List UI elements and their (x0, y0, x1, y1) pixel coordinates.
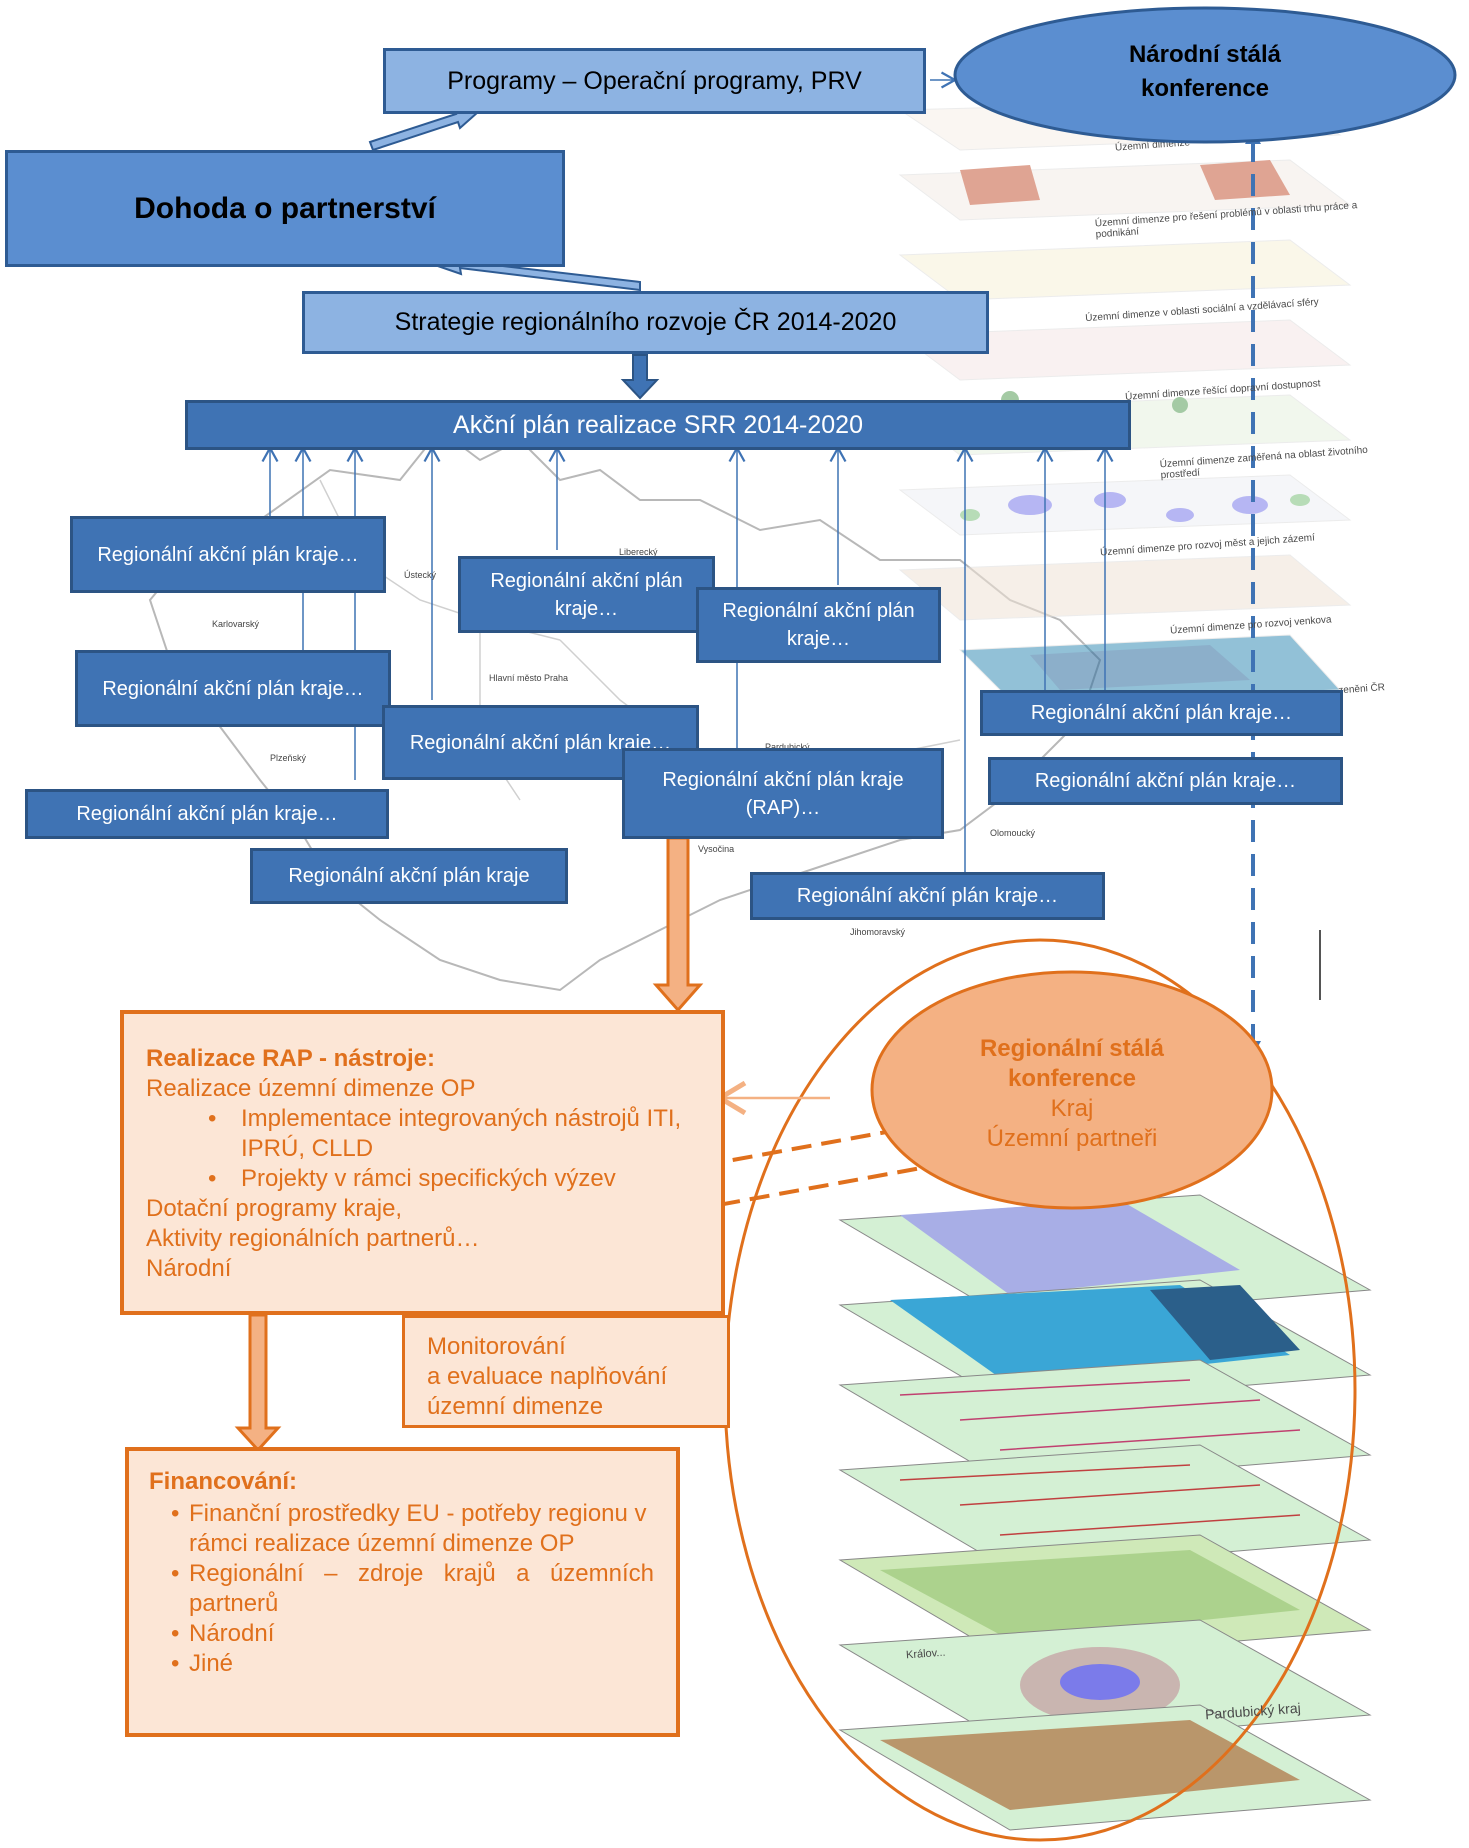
bullet-dot: • (171, 1650, 180, 1677)
bullet-dot: • (208, 1165, 217, 1192)
map-label-plzensky: Plzeňský (270, 753, 307, 763)
bullet-dot: • (171, 1560, 180, 1587)
financovani-item-3: • Národní (149, 1619, 654, 1649)
rap-box-5: Regionální akční plán kraje… (382, 705, 699, 780)
map-label-pardubicky: Pardubický (765, 742, 810, 752)
realizace-panel: Realizace RAP - nástroje: Realizace územ… (120, 1010, 725, 1315)
map-label-jihomoravsky: Jihomoravský (850, 927, 906, 937)
narodni-konference-line2: konference (1140, 75, 1270, 102)
block-arrows (368, 106, 660, 400)
bullet-dot: • (171, 1500, 180, 1527)
rap-box-11: Regionální akční plán kraje… (750, 872, 1105, 920)
monitorovani-panel: Monitorování a evaluace naplňování územn… (402, 1315, 730, 1428)
financovani-item-2-text: Regionální – zdroje krajů a územních par… (189, 1560, 654, 1617)
layer-stack-bottom (838, 1194, 1372, 1831)
bullet-dot: • (208, 1105, 217, 1132)
akcni-plan-box: Akční plán realizace SRR 2014-2020 (185, 400, 1131, 450)
rsk-member-partneri: Územní partneři (986, 1125, 1158, 1152)
map-label-olomoucky: Olomoucký (990, 828, 1036, 838)
financovani-item-4: • Jiné (149, 1649, 654, 1679)
monitorovani-line1: Monitorování (427, 1333, 566, 1360)
financovani-heading: Financování: (149, 1468, 298, 1495)
financovani-item-2: • Regionální – zdroje krajů a územních p… (149, 1559, 654, 1619)
map-label-karlovarsky: Karlovarský (212, 619, 260, 629)
programy-box: Programy – Operační programy, PRV (383, 48, 926, 114)
rap-to-realizace-arrow (652, 836, 704, 1013)
realizace-bullet-1-text: Implementace integrovaných nástrojů ITI,… (241, 1105, 682, 1162)
rap-box-4: Regionální akční plán kraje… (75, 650, 391, 727)
map-label-praha: Hlavní město Praha (489, 673, 569, 683)
map-label-liberecky: Liberecký (619, 547, 658, 557)
financovani-item-1-text: Finanční prostředky EU - potřeby regionu… (189, 1500, 647, 1557)
rsk-member-kraj: Kraj (1050, 1095, 1094, 1122)
narodni-konference-label: Národní stálá konference (1055, 38, 1355, 106)
realizace-heading: Realizace RAP - nástroje: (146, 1045, 435, 1072)
financovani-item-1: • Finanční prostředky EU - potřeby regio… (149, 1499, 654, 1559)
monitorovani-line2: a evaluace naplňování (427, 1363, 668, 1390)
rsk-title-1: Regionální stálá (979, 1035, 1165, 1062)
rap-box-3: Regionální akční plán kraje… (696, 587, 941, 663)
realizace-line3: Aktivity regionálních partnerů… (146, 1225, 480, 1252)
dohoda-box: Dohoda o partnerství (5, 150, 565, 267)
rap-box-1: Regionální akční plán kraje… (70, 516, 386, 593)
rap-box-9: Regionální akční plán kraje… (25, 789, 389, 839)
rap-box-8: Regionální akční plán kraje… (988, 757, 1343, 805)
rsk-title-2: konference (1007, 1065, 1137, 1092)
rap-box-2: Regionální akční plán kraje… (458, 556, 715, 633)
regionalni-konference-label: Regionální stálá konference Kraj Územní … (922, 1034, 1222, 1154)
realizace-bullet-1: • Implementace integrovaných nástrojů IT… (146, 1104, 701, 1164)
realizace-bullet-2-text: Projekty v rámci specifických výzev (241, 1165, 616, 1192)
map-label-vysocina: Vysočina (698, 844, 735, 854)
realizace-bullet-2: • Projekty v rámci specifických výzev (146, 1164, 701, 1194)
rap-box-6: Regionální akční plán kraje (RAP)… (622, 748, 944, 839)
realizace-line4: Národní (146, 1255, 232, 1282)
map-label-ustecky: Ústecký (404, 570, 437, 580)
financovani-panel: Financování: • Finanční prostředky EU - … (125, 1447, 680, 1737)
strategie-box: Strategie regionálního rozvoje ČR 2014-2… (302, 291, 989, 354)
monitorovani-line3: územní dimenze (427, 1393, 604, 1420)
rap-box-10: Regionální akční plán kraje (250, 848, 568, 904)
realizace-bullets: • Implementace integrovaných nástrojů IT… (146, 1104, 701, 1194)
rap-box-7: Regionální akční plán kraje… (980, 690, 1343, 736)
financovani-item-3-text: Národní (189, 1620, 275, 1647)
realizace-line1: Realizace územní dimenze OP (146, 1075, 476, 1102)
financovani-list: • Finanční prostředky EU - potřeby regio… (149, 1499, 654, 1679)
realizace-to-financovani-arrow (234, 1313, 282, 1453)
realizace-line2: Dotační programy kraje, (146, 1195, 403, 1222)
bullet-dot: • (171, 1620, 180, 1647)
narodni-konference-line1: Národní stálá (1128, 41, 1282, 68)
financovani-item-4-text: Jiné (189, 1650, 234, 1677)
